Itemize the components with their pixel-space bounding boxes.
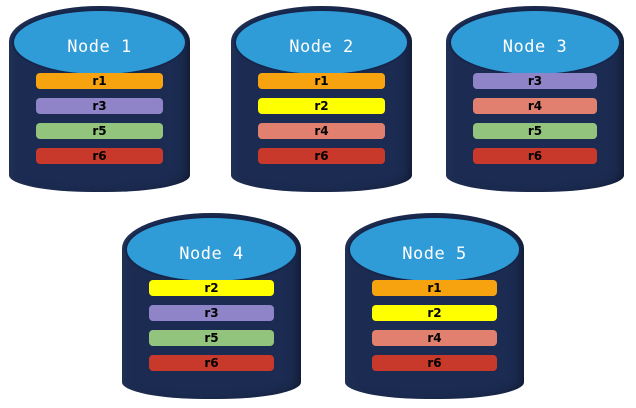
replica-bar-r1[interactable]: r1	[36, 72, 163, 89]
replica-label-r1: r1	[92, 73, 107, 88]
node-4-replica-stack: r2 r3 r5 r6	[148, 279, 275, 380]
replica-label-r3: r3	[92, 98, 107, 113]
replica-label-r6: r6	[204, 355, 219, 370]
replica-bar-r2[interactable]: r2	[148, 279, 275, 296]
replica-label-r6: r6	[527, 148, 543, 163]
replica-label-r2: r2	[314, 98, 329, 113]
replica-label-r5: r5	[527, 123, 543, 138]
replica-bar-r6[interactable]: r6	[148, 354, 275, 371]
replica-bar-r4[interactable]: r4	[472, 97, 598, 114]
replica-bar-r3[interactable]: r3	[148, 304, 275, 321]
node-3-replica-stack: r3 r4 r5 r6	[472, 72, 598, 173]
node-2-cylinder-top: Node 2	[233, 8, 410, 76]
replica-label-r1: r1	[427, 280, 442, 295]
node-3-label: Node 3	[502, 37, 568, 58]
node-2[interactable]: Node 2 r1 r2 r4 r6	[231, 6, 412, 192]
replica-label-r1: r1	[314, 73, 329, 88]
replica-bar-r5[interactable]: r5	[148, 329, 275, 346]
replica-bar-r6[interactable]: r6	[371, 354, 498, 371]
node-5-replica-stack: r1 r2 r4 r6	[371, 279, 498, 380]
replica-bar-r3[interactable]: r3	[36, 97, 163, 114]
node-4[interactable]: Node 4 r2 r3 r5 r6	[122, 213, 301, 399]
node-5-cylinder-top: Node 5	[347, 215, 522, 283]
node-1[interactable]: Node 1 r1 r3 r5 r6	[9, 6, 190, 192]
node-1-replica-stack: r1 r3 r5 r6	[36, 72, 163, 173]
replica-label-r2: r2	[427, 305, 442, 320]
replica-bar-r1[interactable]: r1	[371, 279, 498, 296]
node-1-label: Node 1	[67, 37, 132, 58]
node-3-cylinder-top: Node 3	[448, 8, 622, 76]
replica-bar-r2[interactable]: r2	[258, 97, 385, 114]
replica-label-r5: r5	[204, 330, 219, 345]
replica-bar-r6[interactable]: r6	[36, 147, 163, 164]
replica-label-r4: r4	[314, 123, 329, 138]
replica-label-r6: r6	[92, 148, 107, 163]
replica-label-r6: r6	[314, 148, 329, 163]
node-4-label: Node 4	[179, 244, 244, 265]
replica-bar-r6[interactable]: r6	[258, 147, 385, 164]
replica-bar-r6[interactable]: r6	[472, 147, 598, 164]
replica-bar-r5[interactable]: r5	[36, 122, 163, 139]
replica-label-r3: r3	[204, 305, 219, 320]
replica-label-r4: r4	[527, 98, 543, 113]
node-4-cylinder-top: Node 4	[124, 215, 299, 283]
replica-label-r3: r3	[527, 73, 543, 88]
node-1-cylinder-top: Node 1	[11, 8, 188, 76]
replica-label-r4: r4	[427, 330, 442, 345]
node-5-label: Node 5	[402, 244, 467, 265]
replica-bar-r5[interactable]: r5	[472, 122, 598, 139]
replica-bar-r3[interactable]: r3	[472, 72, 598, 89]
node-5[interactable]: Node 5 r1 r2 r4 r6	[345, 213, 524, 399]
replica-bar-r4[interactable]: r4	[258, 122, 385, 139]
replica-bar-r2[interactable]: r2	[371, 304, 498, 321]
node-2-label: Node 2	[289, 37, 354, 58]
replica-bar-r4[interactable]: r4	[371, 329, 498, 346]
node-2-replica-stack: r1 r2 r4 r6	[258, 72, 385, 173]
replica-label-r5: r5	[92, 123, 107, 138]
replica-label-r2: r2	[204, 280, 219, 295]
replica-bar-r1[interactable]: r1	[258, 72, 385, 89]
node-3[interactable]: Node 3 r3 r4 r5 r6	[446, 6, 624, 192]
replica-label-r6: r6	[427, 355, 442, 370]
